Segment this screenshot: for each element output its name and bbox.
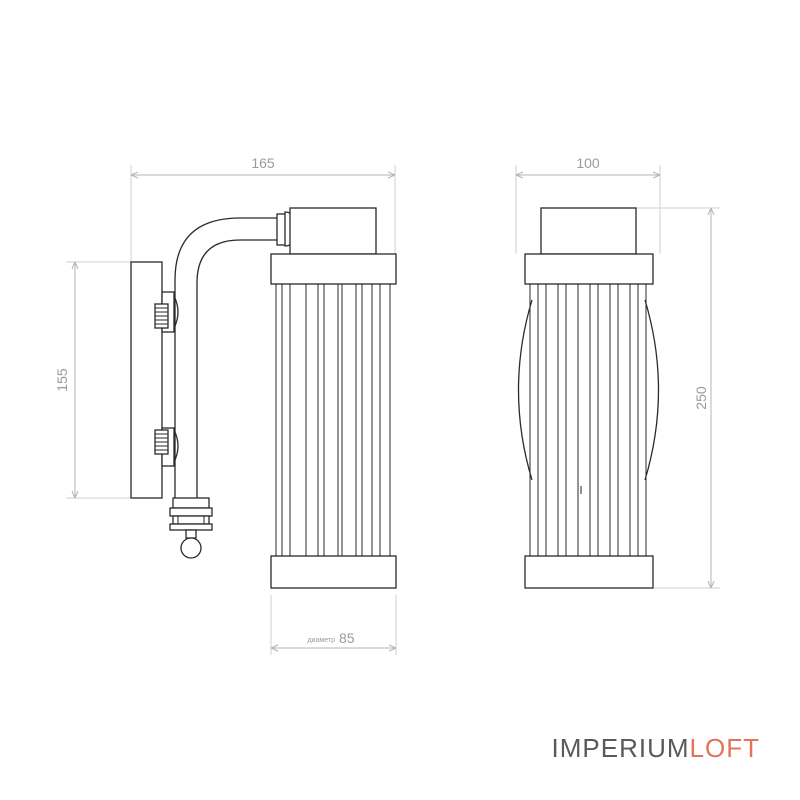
dimension-width-side: 165 xyxy=(130,155,396,262)
dimension-label-85: 85 xyxy=(339,630,355,646)
brand-logo: IMPERIUMLOFT xyxy=(552,733,760,764)
brand-logo-imperium: IMPERIUM xyxy=(551,733,690,763)
dimension-height-total: 250 xyxy=(636,207,720,589)
lamp-top-cap xyxy=(289,207,377,255)
glass-rods-side xyxy=(275,284,391,556)
front-top-cap xyxy=(540,207,637,255)
mounting-screw-bottom xyxy=(154,427,179,467)
dimension-label-250: 250 xyxy=(693,386,709,410)
dimension-label-100: 100 xyxy=(576,155,600,171)
dimension-label-165: 165 xyxy=(251,155,275,171)
dimension-diameter: диаметр 85 xyxy=(270,595,397,655)
dimension-width-front: 100 xyxy=(515,155,661,254)
backplate xyxy=(130,261,163,499)
switch-knob xyxy=(169,497,213,559)
brand-logo-loft: LOFT xyxy=(689,733,760,763)
bent-arm-tube xyxy=(174,217,283,500)
dimension-height-backplate: 155 xyxy=(54,261,131,499)
backplate-front-oval xyxy=(517,299,660,481)
mounting-screw-top xyxy=(154,291,179,333)
lamp-bottom-ring xyxy=(270,555,397,589)
front-view: 100 250 xyxy=(515,155,720,589)
side-view: 165 155 xyxy=(54,155,397,655)
front-bottom-ring xyxy=(524,555,654,589)
lamp-top-ring xyxy=(270,253,397,285)
front-top-ring xyxy=(524,253,654,285)
dimension-label-155: 155 xyxy=(54,368,70,392)
dimension-diameter-label: диаметр xyxy=(308,637,336,644)
glass-rods-front xyxy=(529,284,647,556)
